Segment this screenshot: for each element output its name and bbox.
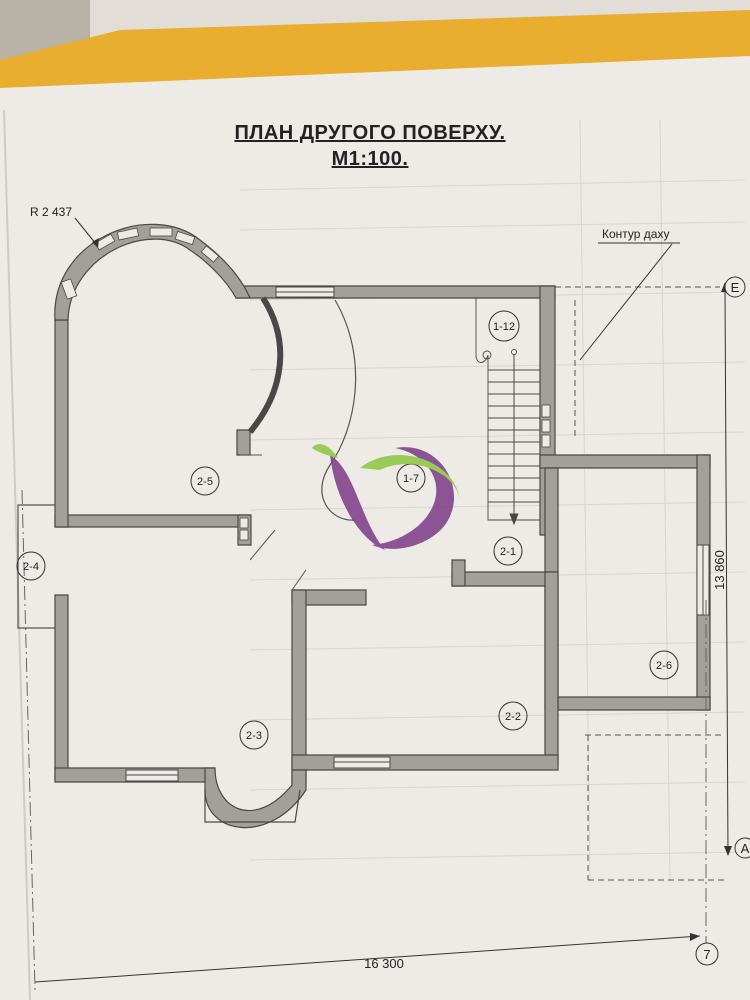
height-dimension-text: 13 860 [712, 550, 727, 590]
stair-start-dot [511, 349, 517, 355]
roof-outline-label: Контур даху [602, 227, 669, 241]
north-window [275, 286, 335, 298]
roof-leader-line [579, 243, 673, 361]
svg-text:1-12: 1-12 [493, 321, 515, 333]
axis-7-label: 7 [703, 947, 710, 962]
balcony-outline [17, 504, 55, 629]
south-window-23 [125, 769, 179, 782]
round-bay-wall [54, 223, 251, 321]
radius-leader [74, 217, 97, 245]
axis-a-label: A [741, 841, 750, 856]
room-tag-1-12: 1-12 [488, 310, 520, 342]
west-wall-upper [54, 319, 69, 528]
stair-newel [482, 350, 492, 360]
svg-text:2-4: 2-4 [23, 561, 39, 573]
south-bay-outline [204, 789, 301, 823]
room-25-south-wall [54, 514, 251, 528]
paper-sheet [0, 56, 750, 1000]
room-tag-1-7: 1-7 [396, 463, 426, 493]
svg-text:2-5: 2-5 [197, 476, 213, 488]
room-22-south-wall [291, 754, 559, 771]
title-line-2: М1:100. [331, 148, 409, 170]
partition-block [236, 429, 251, 456]
east-window [696, 544, 710, 616]
bay-window-blocks [60, 227, 220, 300]
room-26-south-wall [554, 696, 711, 711]
axis-7-marker [695, 942, 719, 966]
yellow-folder [0, 10, 750, 100]
stair-arrow-head [509, 513, 519, 526]
room-22-east-wall [544, 571, 559, 766]
room-tag-2-5: 2-5 [190, 466, 220, 496]
vent-ducts [239, 404, 551, 541]
door-swings [240, 454, 307, 591]
south-bay-wall [204, 767, 307, 829]
room-tag-2-1: 2-1 [493, 536, 523, 566]
west-wall-lower [54, 594, 69, 781]
axis-e-label: E [731, 280, 740, 295]
walls [54, 285, 711, 786]
svg-text:2-6: 2-6 [656, 660, 672, 672]
plan-title: ПЛАН ДРУГОГО ПОВЕРХУ. М1:100. [150, 120, 590, 172]
room-22-north-wall [451, 571, 556, 587]
curved-glass-wall [247, 296, 284, 434]
south-window-22 [333, 756, 391, 769]
paper-margin-line [3, 109, 31, 1000]
svg-text:2-2: 2-2 [505, 711, 521, 723]
stair-right-wall [539, 454, 711, 469]
svg-text:2-1: 2-1 [500, 546, 516, 558]
width-dimension-text: 16 300 [364, 956, 404, 971]
stair-landing-wall [451, 559, 466, 587]
radius-arrow [92, 238, 99, 248]
watermark-logo [312, 444, 460, 550]
axis-a-marker [734, 837, 750, 859]
svg-text:2-3: 2-3 [246, 730, 262, 742]
dimension-lines [21, 287, 729, 991]
svg-text:1-7: 1-7 [403, 473, 419, 485]
axis-e-marker [724, 276, 746, 298]
dim-arrow-bottom [724, 846, 732, 856]
room-tag-2-6: 2-6 [649, 650, 679, 680]
radius-label: R 2 437 [30, 205, 72, 219]
room-tag-2-4: 2-4 [16, 551, 46, 581]
staircase [475, 298, 540, 526]
room-tags: 2-5 1-7 1-12 2-1 2-4 2-3 2-2 2-6 [16, 310, 679, 750]
dim-arrow-right [690, 933, 700, 941]
room-tag-2-2: 2-2 [498, 701, 528, 731]
title-line-1: ПЛАН ДРУГОГО ПОВЕРХУ. [234, 122, 506, 144]
room-tag-2-3: 2-3 [239, 720, 269, 750]
